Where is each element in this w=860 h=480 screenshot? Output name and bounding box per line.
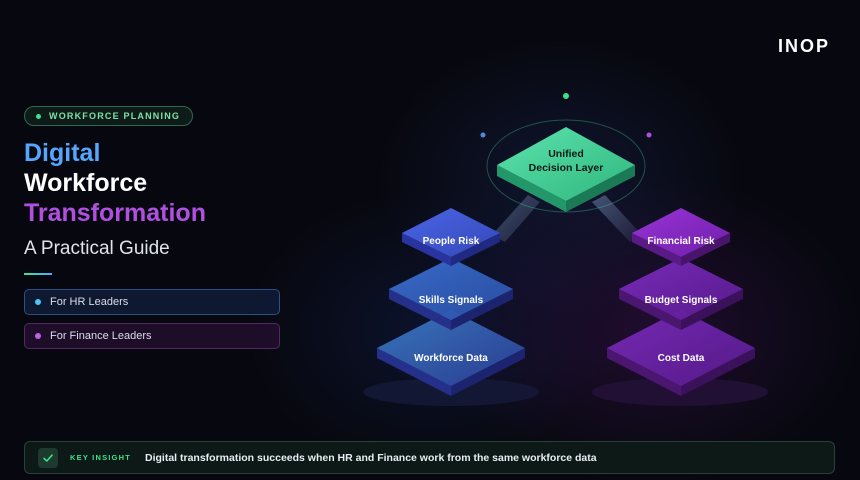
key-insight-banner: KEY INSIGHT Digital transformation succe… xyxy=(24,441,835,474)
layer-label: People Risk xyxy=(423,236,480,247)
category-tag-label: WORKFORCE PLANNING xyxy=(49,111,181,121)
page-title: Digital Workforce Transformation xyxy=(24,138,206,228)
check-icon xyxy=(38,447,58,468)
bullet-dot-icon xyxy=(35,333,41,339)
layer-label: Cost Data xyxy=(658,353,705,364)
key-insight-text: Digital transformation succeeds when HR … xyxy=(145,451,597,464)
decor-dot xyxy=(480,132,486,138)
title-line-1: Digital xyxy=(24,139,101,167)
finance-layer-financial-risk[interactable]: Financial Risk xyxy=(632,208,730,266)
connector-finance xyxy=(592,195,642,242)
layer-label: Skills Signals xyxy=(419,295,484,306)
audience-label: For HR Leaders xyxy=(50,296,129,308)
layer-label: Financial Risk xyxy=(647,236,715,247)
audience-finance-leaders[interactable]: For Finance Leaders xyxy=(24,323,280,349)
finance-layer-cost-data[interactable]: Cost Data xyxy=(607,310,755,396)
layer-label: Decision Layer xyxy=(529,162,604,174)
title-line-3: Transformation xyxy=(24,199,206,227)
key-insight-label: KEY INSIGHT xyxy=(70,453,131,462)
category-tag: WORKFORCE PLANNING xyxy=(24,106,194,126)
accent-divider xyxy=(24,273,52,275)
hr-layer-people-risk[interactable]: People Risk xyxy=(402,208,500,266)
hr-layer-workforce-data[interactable]: Workforce Data xyxy=(377,310,525,396)
brand-logo: INOP xyxy=(777,36,830,56)
layer-label: Workforce Data xyxy=(414,353,488,364)
bullet-dot-icon xyxy=(35,299,41,305)
layer-label: Budget Signals xyxy=(645,295,718,306)
unified-decision-layer[interactable]: Unified Decision Layer xyxy=(486,119,646,213)
finance-layer-budget-signals[interactable]: Budget Signals xyxy=(619,258,743,330)
page-subtitle: A Practical Guide xyxy=(24,238,170,259)
connector-hr xyxy=(492,195,540,242)
audience-hr-leaders[interactable]: For HR Leaders xyxy=(24,289,280,315)
status-dot-icon xyxy=(36,113,41,119)
title-line-2: Workforce xyxy=(24,169,148,197)
decor-dot xyxy=(563,93,569,99)
audience-label: For Finance Leaders xyxy=(50,330,152,342)
decor-dot xyxy=(646,132,652,138)
layer-label: Unified xyxy=(548,148,584,160)
hr-layer-skills-signals[interactable]: Skills Signals xyxy=(389,258,513,330)
